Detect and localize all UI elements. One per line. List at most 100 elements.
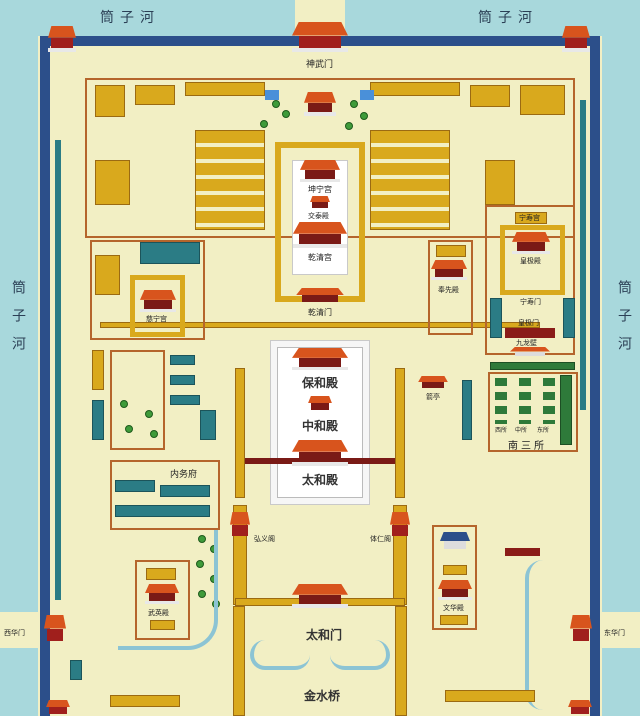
gate bbox=[505, 548, 540, 556]
nansansuo-enclosure bbox=[488, 372, 578, 452]
tree bbox=[196, 560, 204, 568]
east-six-palaces bbox=[370, 130, 450, 230]
corridor bbox=[233, 606, 245, 716]
tree bbox=[260, 120, 268, 128]
building bbox=[490, 362, 575, 370]
kunning-palace[interactable] bbox=[300, 160, 340, 182]
jiaotai-hall[interactable] bbox=[310, 196, 330, 210]
cining-wall bbox=[130, 275, 185, 337]
hongyi-pavilion[interactable] bbox=[230, 512, 250, 540]
east-corridor bbox=[395, 368, 405, 498]
east-bridge bbox=[600, 612, 640, 648]
huangji-hall[interactable] bbox=[512, 232, 550, 254]
tree bbox=[120, 400, 128, 408]
building bbox=[185, 82, 265, 96]
fengxian-enclosure bbox=[428, 240, 473, 335]
building bbox=[520, 85, 565, 115]
pavilion bbox=[360, 90, 374, 100]
ningshou-palace-label: 宁寿宫 bbox=[519, 214, 540, 222]
building bbox=[150, 620, 175, 630]
moat-left bbox=[0, 0, 38, 716]
shenwu-gate[interactable] bbox=[292, 22, 348, 52]
building bbox=[140, 242, 200, 264]
neiwufu-label: 内务府 bbox=[170, 470, 198, 480]
fengxian-hall[interactable] bbox=[431, 260, 467, 280]
corner-tower-sw bbox=[46, 700, 70, 716]
nansansuo-label: 南三所 bbox=[508, 441, 547, 452]
building bbox=[135, 85, 175, 105]
building bbox=[560, 375, 572, 445]
qianqing-palace[interactable] bbox=[293, 222, 347, 248]
building bbox=[443, 565, 467, 575]
building bbox=[92, 400, 104, 440]
baohe-hall[interactable] bbox=[292, 348, 348, 370]
building bbox=[370, 82, 460, 96]
huangji-gate[interactable] bbox=[505, 328, 555, 338]
taihe-gate-label: 太和门 bbox=[306, 628, 343, 642]
building bbox=[115, 505, 210, 517]
donghua-gate[interactable] bbox=[570, 615, 592, 645]
taihe-hall-label: 太和殿 bbox=[302, 473, 339, 487]
building bbox=[70, 660, 82, 680]
taihe-hall[interactable] bbox=[292, 440, 348, 466]
tiren-pavilion[interactable] bbox=[390, 512, 410, 540]
cining-palace[interactable] bbox=[140, 290, 176, 312]
building bbox=[95, 160, 130, 205]
wenhua-hall-label: 文华殿 bbox=[443, 604, 464, 612]
taihe-gate[interactable] bbox=[292, 584, 348, 608]
building bbox=[160, 485, 210, 497]
shenwu-gate-label: 神武门 bbox=[306, 60, 334, 70]
building bbox=[440, 615, 468, 625]
jianting-label: 箭亭 bbox=[426, 393, 440, 401]
tree bbox=[282, 110, 290, 118]
cining-enclosure bbox=[90, 240, 205, 340]
donghua-gate-label: 东华门 bbox=[604, 629, 625, 637]
moat-right bbox=[602, 0, 640, 716]
tree bbox=[150, 430, 158, 438]
huangji-gate-label: 皇极门 bbox=[518, 319, 539, 327]
wuying-hall[interactable] bbox=[145, 584, 179, 604]
west-garden-enclosure bbox=[110, 350, 165, 450]
nine-dragon-wall-label: 九龙壁 bbox=[516, 339, 537, 347]
wenyuan-pavilion bbox=[440, 532, 470, 552]
wall-left bbox=[40, 36, 50, 716]
wuying-enclosure bbox=[135, 560, 190, 640]
building bbox=[115, 480, 155, 492]
tiren-pavilion-label: 体仁阁 bbox=[370, 535, 391, 543]
qianqing-gate[interactable] bbox=[296, 288, 344, 304]
ningshou-palace[interactable] bbox=[515, 212, 547, 224]
tree bbox=[198, 590, 206, 598]
xihua-gate[interactable] bbox=[44, 615, 66, 645]
nine-dragon-wall[interactable] bbox=[510, 347, 550, 357]
building bbox=[170, 395, 200, 405]
moat-label-top-right: 筒子河 bbox=[478, 10, 538, 26]
cining-palace-label: 慈宁宫 bbox=[146, 315, 167, 323]
building bbox=[445, 690, 535, 702]
fengxian-hall-label: 奉先殿 bbox=[438, 286, 459, 294]
xisuo-label: 西所 bbox=[495, 427, 508, 434]
nansansuo-grid bbox=[495, 378, 555, 424]
building bbox=[490, 298, 502, 338]
corridor bbox=[395, 606, 407, 716]
building bbox=[470, 85, 510, 107]
jianting-pavilion[interactable] bbox=[418, 376, 448, 390]
east-river bbox=[525, 560, 565, 710]
building bbox=[462, 380, 472, 440]
golden-water-bridge-label[interactable]: 金水桥 bbox=[304, 689, 341, 703]
hongyi-pavilion-label: 弘义阁 bbox=[254, 535, 275, 543]
ningshou-court-wall bbox=[500, 225, 565, 295]
inner-court-south-bar bbox=[100, 322, 540, 328]
zhonghe-hall[interactable] bbox=[308, 396, 332, 412]
huangji-hall-label: 皇极殿 bbox=[520, 257, 541, 265]
moat-label-left: 筒子河 bbox=[10, 280, 26, 364]
moat-label-top-left: 筒子河 bbox=[100, 10, 160, 26]
west-six-palaces bbox=[195, 130, 265, 230]
wenhua-hall[interactable] bbox=[438, 580, 472, 600]
golden-water-river-east bbox=[330, 640, 390, 670]
tree bbox=[345, 122, 353, 130]
west-corridor bbox=[235, 368, 245, 498]
qianqing-gate-label: 乾清门 bbox=[308, 308, 332, 317]
building bbox=[170, 355, 195, 365]
building bbox=[92, 350, 104, 390]
ningshou-gate-label: 宁寿门 bbox=[520, 298, 541, 306]
